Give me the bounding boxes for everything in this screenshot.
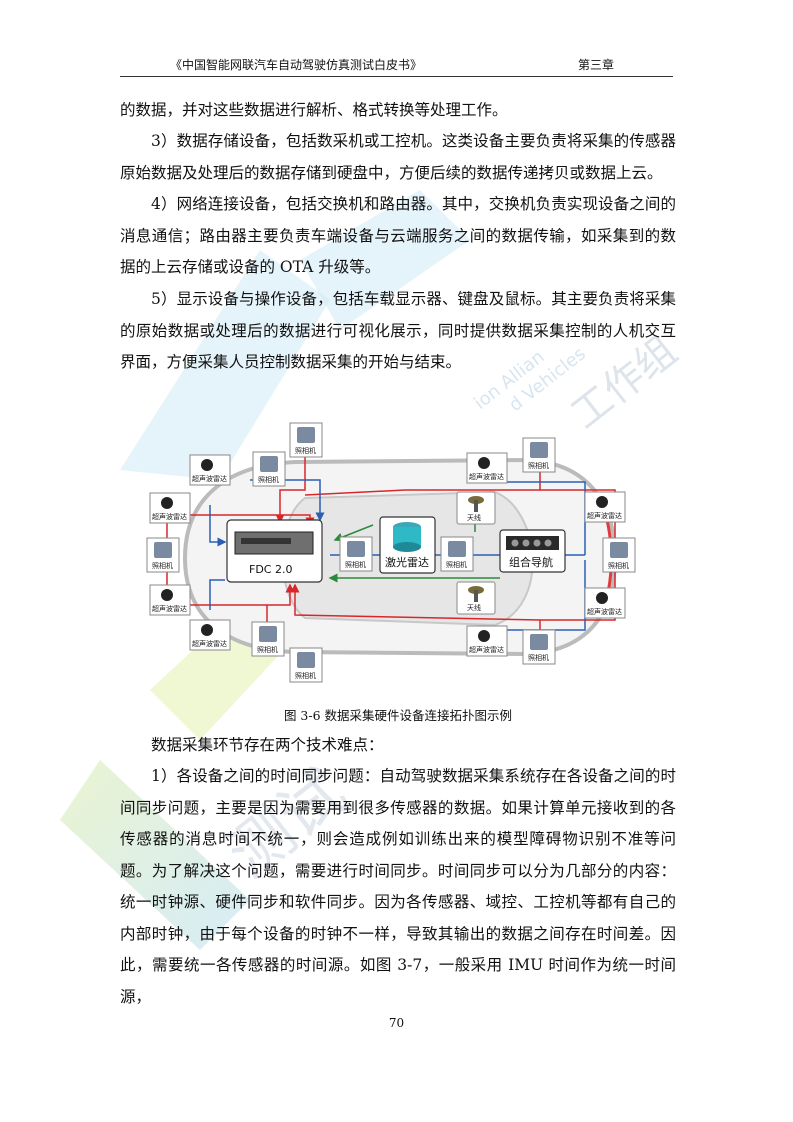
camera-left: 照相机 <box>146 537 180 573</box>
antenna-top: 天线 <box>456 491 496 525</box>
camera-label: 照相机 <box>446 560 467 569</box>
ultrasonic-right-front: 超声波雷达 <box>584 491 626 523</box>
ultrasonic-label: 超声波雷达 <box>192 474 227 483</box>
line-blue-2 <box>209 579 225 610</box>
camera-label: 照相机 <box>152 561 173 570</box>
lidar-unit: 激光雷达 <box>379 516 436 574</box>
ultrasonic-right-rear: 超声波雷达 <box>584 587 626 619</box>
ultrasonic-left-front: 超声波雷达 <box>149 492 191 524</box>
ultrasonic-front-right: 超声波雷达 <box>466 452 508 484</box>
camera-front-right: 照相机 <box>522 437 556 473</box>
chapter-label: 第三章 <box>578 58 615 72</box>
paragraph-time-sync: 1）各设备之间的时间同步问题：自动驾驶数据采集系统存在各设备之间的时间同步问题，… <box>120 767 676 1006</box>
camera-rear-bottom: 照相机 <box>289 647 323 683</box>
camera-inner-left: 照相机 <box>339 536 373 572</box>
ultrasonic-label: 超声波雷达 <box>587 511 622 520</box>
paragraph-1: 的数据，并对这些数据进行解析、格式转换等处理工作。 <box>120 101 508 119</box>
line-red-5 <box>304 468 541 496</box>
ultrasonic-label: 超声波雷达 <box>469 645 504 654</box>
ultrasonic-left-rear: 超声波雷达 <box>149 584 191 616</box>
line-red-2 <box>166 560 295 606</box>
ultrasonic-label: 超声波雷达 <box>152 512 187 521</box>
document-title: 《中国智能网联汽车自动驾驶仿真测试白皮书》 <box>170 58 423 72</box>
ultrasonic-front-left: 超声波雷达 <box>189 454 231 486</box>
antenna-bottom: 天线 <box>456 581 496 615</box>
antenna-bottom-label: 天线 <box>467 603 481 612</box>
ultrasonic-label: 超声波雷达 <box>587 607 622 616</box>
line-red-8 <box>290 583 541 621</box>
ins-unit: 组合导航 <box>499 529 566 573</box>
line-red-6 <box>540 489 616 555</box>
ultrasonic-rear-right: 超声波雷达 <box>466 625 508 657</box>
camera-label: 照相机 <box>528 653 549 662</box>
camera-front-left: 照相机 <box>252 451 286 487</box>
camera-label: 照相机 <box>608 561 629 570</box>
camera-label: 照相机 <box>345 560 366 569</box>
ins-label: 组合导航 <box>509 555 553 569</box>
paragraph-display: 5）显示设备与操作设备，包括车载显示器、键盘及鼠标。其主要负责将采集的原始数据或… <box>120 290 676 371</box>
camera-label: 照相机 <box>528 461 549 470</box>
page-header: 《中国智能网联汽车自动驾驶仿真测试白皮书》 第三章 <box>120 54 673 77</box>
line-red-3 <box>275 455 306 524</box>
camera-rear-left: 照相机 <box>251 621 285 657</box>
paragraph-difficulties: 数据采集环节存在两个技术难点： <box>151 736 384 754</box>
camera-rear-right: 照相机 <box>522 629 556 665</box>
camera-right: 照相机 <box>602 537 636 573</box>
ultrasonic-rear-left: 超声波雷达 <box>189 619 231 651</box>
figure-caption: 图 3-6 数据采集硬件设备连接拓扑图示例 <box>283 708 513 723</box>
camera-label: 照相机 <box>295 671 316 680</box>
paragraph-storage: 3）数据存储设备，包括数采机或工控机。这类设备主要负责将采集的传感器原始数据及处… <box>120 132 676 182</box>
line-blue-1 <box>209 505 227 547</box>
fdc-label: FDC 2.0 <box>249 563 292 576</box>
ultrasonic-label: 超声波雷达 <box>152 604 187 613</box>
topology-figure: FDC 2.0 激光雷达 组合导航 天线 天线 照相机 照相机 <box>146 422 636 683</box>
page-number: 70 <box>388 1016 405 1030</box>
camera-label: 照相机 <box>257 645 278 654</box>
paragraph-network: 4）网络连接设备，包括交换机和路由器。其中，交换机负责实现设备之间的消息通信；路… <box>120 195 676 276</box>
antenna-top-label: 天线 <box>467 513 481 522</box>
ultrasonic-label: 超声波雷达 <box>192 639 227 648</box>
camera-label: 照相机 <box>258 475 279 484</box>
camera-front-top: 照相机 <box>289 422 323 458</box>
camera-inner-right: 照相机 <box>440 536 474 572</box>
camera-label: 照相机 <box>295 446 316 455</box>
ultrasonic-label: 超声波雷达 <box>469 472 504 481</box>
lidar-label: 激光雷达 <box>385 555 429 569</box>
fdc-unit: FDC 2.0 <box>226 519 323 583</box>
